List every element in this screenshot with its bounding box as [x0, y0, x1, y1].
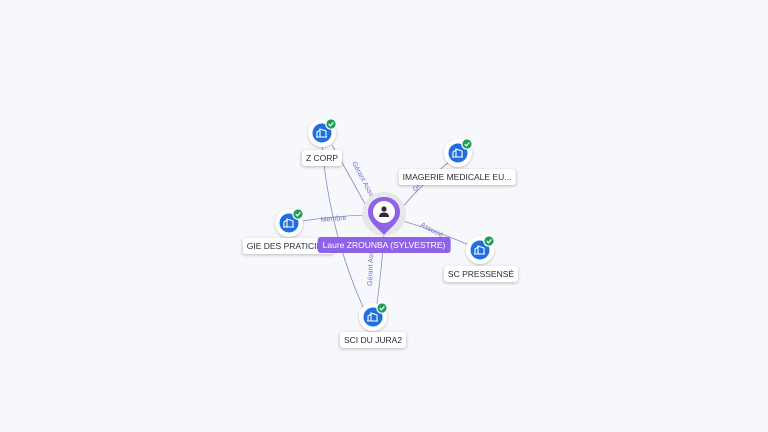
- company-label-zcorp[interactable]: Z CORP: [301, 150, 343, 166]
- company-node-gie[interactable]: [275, 208, 304, 237]
- person-node[interactable]: [362, 192, 406, 236]
- company-label-imagerie[interactable]: IMAGERIE MEDICALE EU...: [398, 169, 516, 185]
- relation-label-gie: Membre: [321, 215, 347, 224]
- company-label-gie[interactable]: GIE DES PRATICIE...: [242, 238, 334, 254]
- person-icon: [379, 206, 389, 217]
- company-node-imagerie[interactable]: [444, 138, 473, 167]
- verified-check-icon: [461, 138, 473, 150]
- person-name-label[interactable]: Laure ZROUNBA (SYLVESTRE): [317, 237, 451, 253]
- building-icon: [283, 218, 294, 228]
- edge-gie: [296, 214, 369, 223]
- building-icon: [452, 148, 463, 158]
- company-node-zcorp[interactable]: [308, 118, 337, 147]
- verified-check-icon: [292, 208, 304, 220]
- building-icon: [316, 128, 327, 138]
- relation-label-scidujura: Gérant Associé: [367, 238, 376, 286]
- edge-zcorp-2: [321, 144, 371, 323]
- company-label-scpressense[interactable]: SC PRESSENSÉ: [443, 266, 519, 282]
- verified-check-icon: [325, 118, 337, 130]
- company-label-scidujura[interactable]: SCI DU JURA2: [339, 332, 407, 348]
- verified-check-icon: [483, 235, 495, 247]
- building-icon: [474, 245, 485, 255]
- building-icon: [367, 312, 378, 322]
- company-node-scidujura[interactable]: [359, 302, 388, 331]
- verified-check-icon: [376, 302, 388, 314]
- company-node-scpressense[interactable]: [466, 235, 495, 264]
